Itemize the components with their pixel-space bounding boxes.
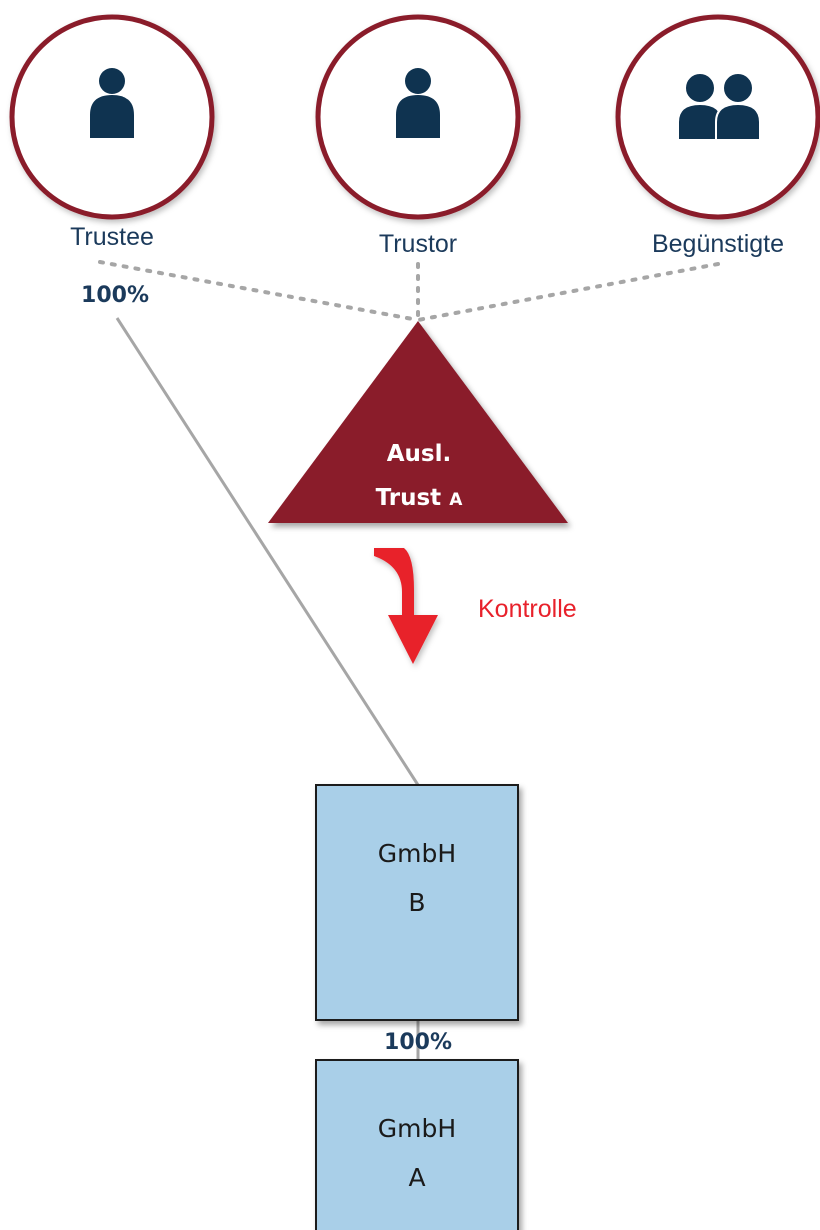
dotted-connectors — [98, 260, 720, 322]
beneficiaries-node: Begünstigte — [615, 14, 820, 258]
trust-label-line1: Ausl. — [387, 441, 452, 467]
trustee-label: Trustee — [70, 223, 154, 251]
gmbh-a-node: GmbH A — [315, 1059, 519, 1230]
gmbh-b-node: GmbH B — [315, 784, 519, 1021]
trust-triangle — [268, 321, 568, 523]
person-icon — [396, 68, 440, 138]
trustee-node: Trustee — [9, 14, 215, 251]
trustee-gmbh-b-connector — [115, 317, 420, 786]
trust-node: Ausl. Trust A — [268, 321, 568, 523]
gmbh-b-ownership-percent: 100% — [384, 1030, 452, 1055]
trust-label-suffix: A — [449, 490, 463, 510]
trust-label-word: Trust — [376, 485, 442, 511]
arrow-down-icon — [374, 548, 438, 664]
beneficiaries-trust-connector — [416, 262, 720, 322]
gmbh-a-label-line1: GmbH — [378, 1114, 456, 1143]
trustor-node: Trustor — [315, 14, 521, 258]
gmbh-b-label-line2: B — [408, 888, 425, 917]
trustor-label: Trustor — [379, 230, 457, 258]
beneficiaries-label: Begünstigte — [652, 230, 784, 258]
trust-label-line2: Trust A — [376, 485, 464, 511]
gmbh-a-box — [315, 1059, 519, 1230]
control-arrow: Kontrolle — [374, 548, 577, 664]
gmbh-b-label-line1: GmbH — [378, 839, 456, 868]
gmbh-b-box — [315, 784, 519, 1021]
gmbh-a-label-line2: A — [408, 1163, 425, 1192]
group-icon — [677, 72, 761, 141]
trustee-ownership-percent: 100% — [81, 283, 149, 308]
person-icon — [90, 68, 134, 138]
control-label: Kontrolle — [478, 595, 577, 623]
